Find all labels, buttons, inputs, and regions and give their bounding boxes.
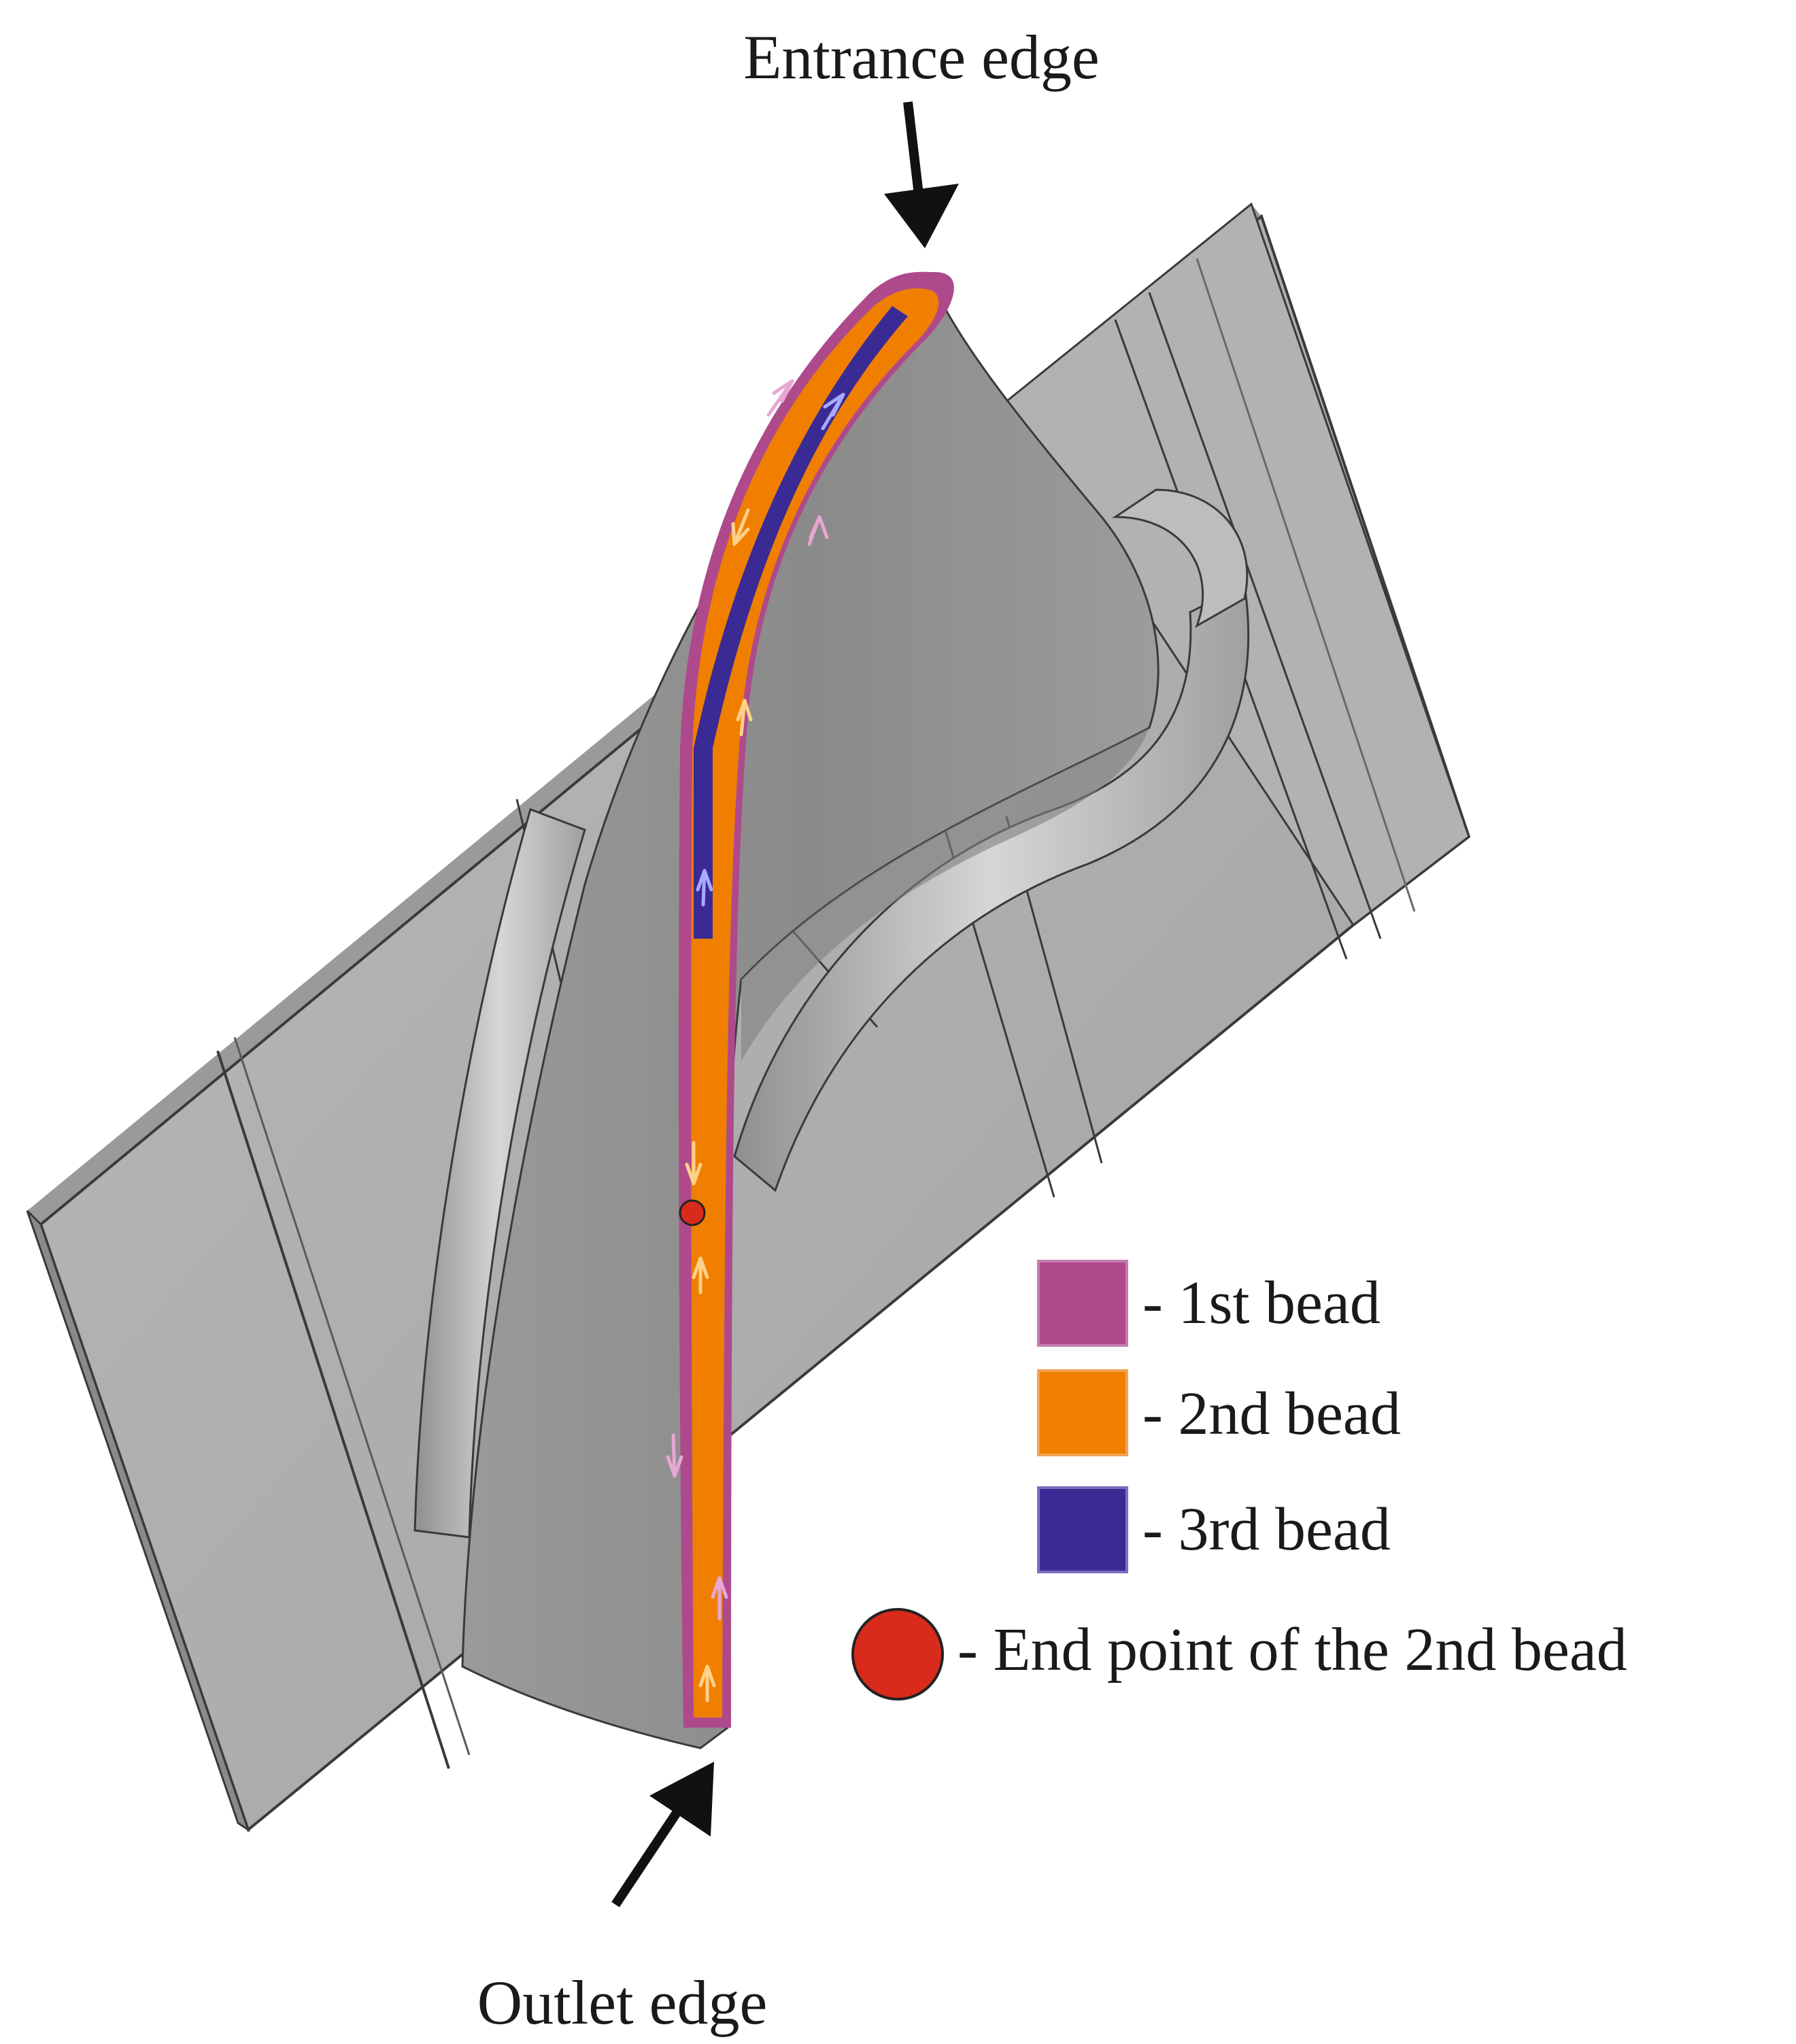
outlet-arrow xyxy=(611,1800,688,1907)
bead-2 xyxy=(691,288,939,1718)
legend-label-3: - 3rd bead xyxy=(1142,1496,1391,1563)
legend-point-label: - End point of the 2nd bead xyxy=(958,1616,1627,1683)
legend: - 1st bead - 2nd bead - 3rd bead - End p… xyxy=(851,1260,1627,1700)
bead-2-end-point xyxy=(679,1199,706,1226)
callout-arrows xyxy=(611,101,959,1907)
legend-point-marker xyxy=(851,1608,944,1700)
bead-layers xyxy=(666,271,954,1728)
outlet-edge-label: Outlet edge xyxy=(477,1968,768,2037)
entrance-edge-label: Entrance edge xyxy=(743,22,1100,92)
legend-swatch-2 xyxy=(1037,1369,1128,1456)
bead-3 xyxy=(694,306,908,939)
legend-label-1: - 1st bead xyxy=(1142,1269,1380,1337)
legend-label-2: - 2nd bead xyxy=(1142,1380,1401,1447)
legend-swatch-1 xyxy=(1037,1260,1128,1347)
legend-swatch-3 xyxy=(1037,1486,1128,1573)
